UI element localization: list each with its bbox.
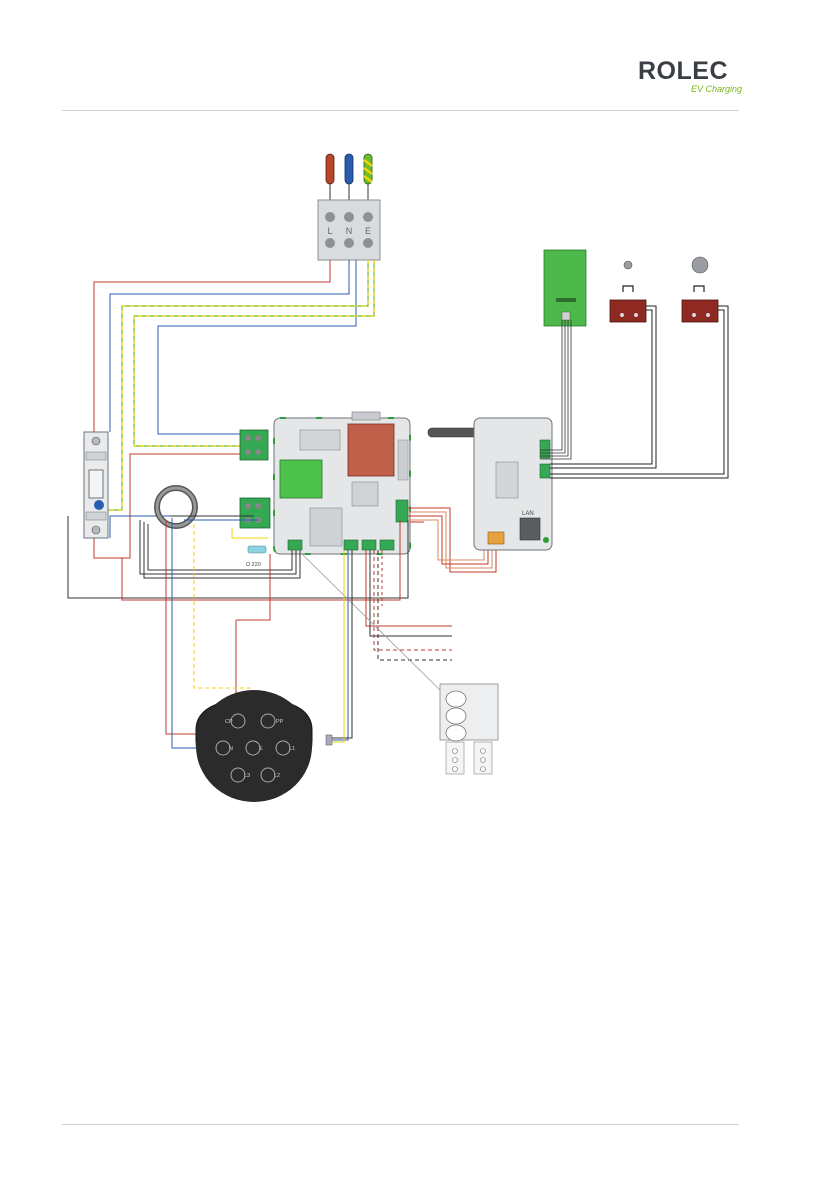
controller-board: LAN	[428, 418, 552, 550]
pin-label-cp: CP	[225, 719, 233, 725]
resistor-label: Ω 220	[246, 562, 261, 568]
type2-socket: CP PP N E L1 L3 L2	[196, 690, 332, 802]
terminal-label-e: E	[365, 226, 371, 236]
pin-label-l2: L2	[274, 773, 280, 779]
main-control-board: Ω 220	[240, 412, 410, 568]
push-button-small	[610, 261, 646, 322]
lan-port-label: LAN	[522, 511, 534, 517]
socket-lock-module	[440, 684, 498, 774]
push-button-large	[682, 257, 718, 322]
pin-label-e: E	[259, 746, 263, 752]
supply-terminal-block: L N E	[318, 200, 380, 260]
pin-label-l3: L3	[244, 773, 250, 779]
pin-label-pp: PP	[276, 719, 284, 725]
terminal-label-n: N	[346, 226, 353, 236]
pin-label-n: N	[229, 746, 233, 752]
pin-label-l1: L1	[289, 746, 295, 752]
supply-cables	[326, 154, 372, 200]
energy-meter	[84, 432, 108, 538]
button-wiring	[550, 306, 728, 478]
terminal-label-l: L	[327, 226, 332, 236]
